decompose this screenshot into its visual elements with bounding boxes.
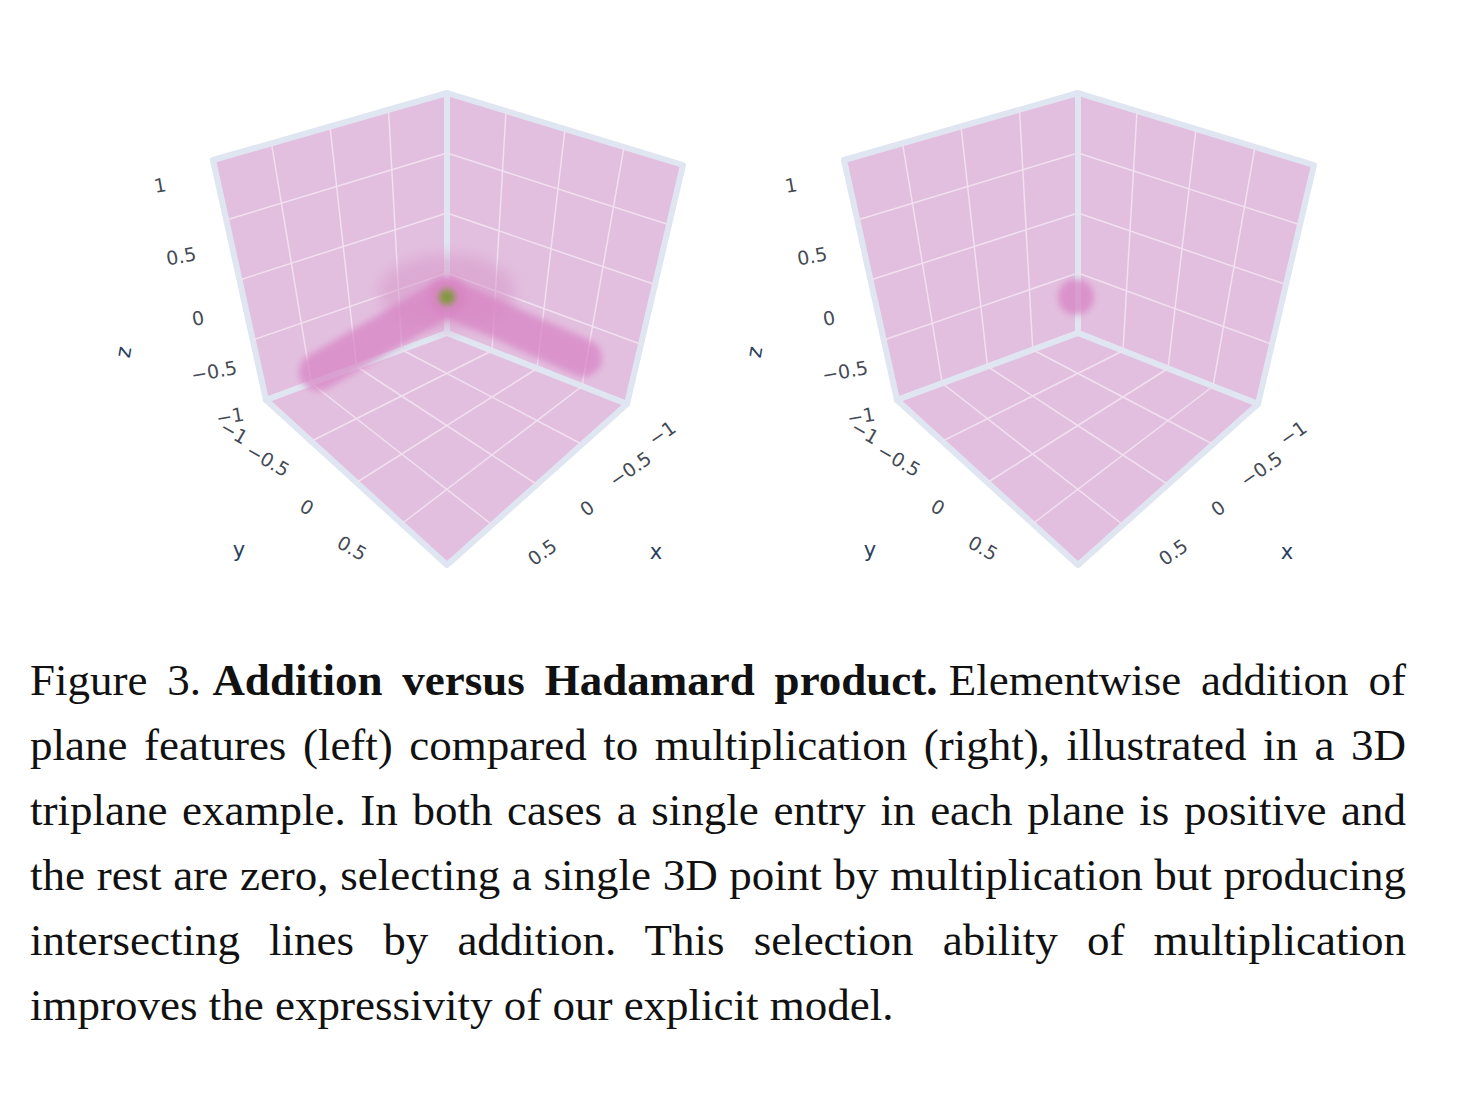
grid-line (871, 213, 1079, 280)
grid-line (857, 153, 1078, 220)
grid-line (988, 367, 1169, 485)
tick-label: −0.5 (243, 439, 294, 481)
grid-line (1033, 386, 1213, 524)
grid-line (226, 153, 447, 220)
caption-title: Addition versus Hadamard product. (212, 655, 937, 705)
grid-line (357, 367, 538, 485)
tick-label: −0.5 (1236, 447, 1286, 491)
axis-title: x (1281, 540, 1293, 564)
axis-title: z (111, 344, 137, 359)
tick-label: 0.5 (333, 531, 370, 565)
caption-text: Elementwise addition of plane features (… (30, 655, 1406, 1030)
cube-wall (897, 333, 1258, 565)
feature-tube (318, 297, 447, 372)
tick-label: 0 (296, 494, 317, 519)
intersection-point (439, 289, 455, 305)
grid-line (1213, 147, 1255, 386)
figure-caption: Figure 3.Addition versus Hadamard produc… (30, 648, 1406, 1038)
tick-label: 0 (190, 306, 206, 330)
grid-line (1033, 350, 1213, 445)
feature-tube (428, 145, 466, 297)
feature-tube (447, 297, 583, 358)
grid-line (402, 386, 582, 524)
axis-title: y (233, 538, 245, 562)
grid-line (447, 153, 669, 225)
tick-label: −0.5 (605, 447, 655, 491)
axis-title: y (864, 538, 876, 562)
tick-label: 0 (927, 494, 948, 519)
grid-line (1020, 110, 1033, 350)
axis-title: x (650, 540, 662, 564)
axis-title: z (742, 344, 768, 359)
tick-label: 0.5 (795, 243, 829, 270)
tick-label: 1 (783, 173, 799, 197)
tick-label: −0.5 (820, 356, 869, 386)
tick-label: −1 (1275, 416, 1311, 450)
tick-label: −0.5 (189, 356, 238, 386)
grid-line (1078, 153, 1300, 225)
tick-label: 0.5 (964, 531, 1001, 565)
tick-label: −1 (644, 416, 680, 450)
cube-plot (844, 93, 1314, 565)
grid-line (357, 369, 538, 483)
tick-label: −0.5 (874, 439, 925, 481)
tick-label: 1 (152, 173, 168, 197)
caption-text: Figure 3. (30, 655, 201, 705)
grid-line (988, 369, 1169, 483)
tick-label: 0 (821, 306, 837, 330)
tick-label: 0 (576, 496, 599, 521)
triplane-plots (0, 0, 1475, 640)
tick-label: 0.5 (1154, 534, 1191, 569)
tick-label: 0 (1207, 496, 1230, 521)
tick-label: 0.5 (523, 534, 560, 569)
grid-line (1078, 213, 1286, 285)
tick-label: 0.5 (164, 243, 198, 270)
cube-plot (213, 93, 683, 565)
selected-point (1058, 279, 1094, 315)
